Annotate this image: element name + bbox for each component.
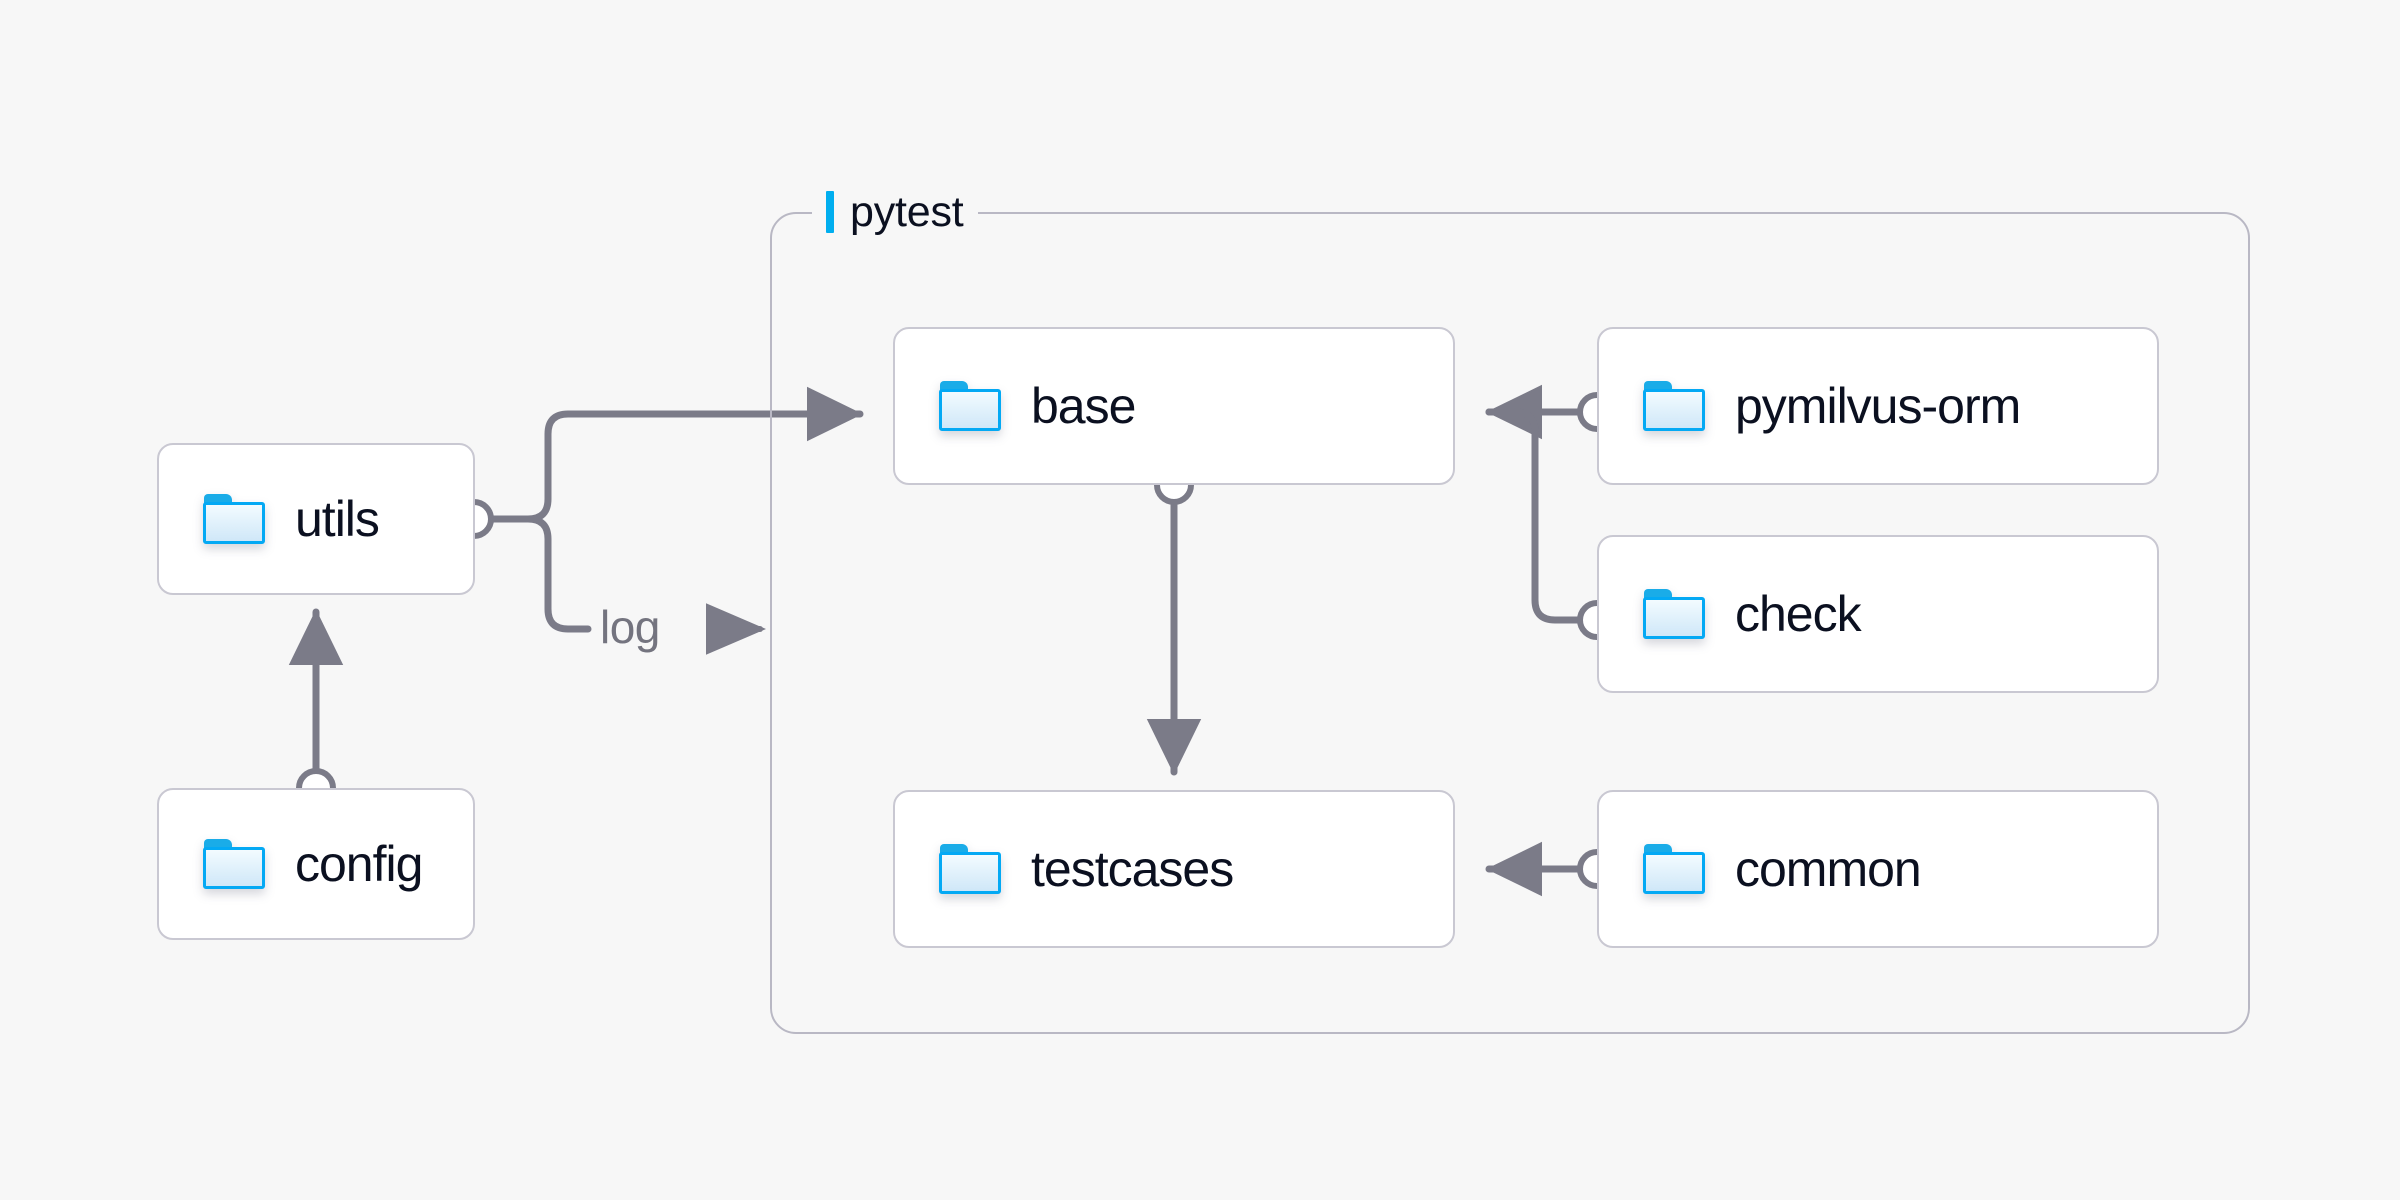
folder-icon — [939, 844, 1001, 894]
folder-icon — [939, 381, 1001, 431]
node-common[interactable]: common — [1597, 790, 2159, 948]
node-base[interactable]: base — [893, 327, 1455, 485]
group-pytest[interactable] — [770, 212, 2250, 1034]
node-testcases[interactable]: testcases — [893, 790, 1455, 948]
folder-icon — [1643, 844, 1705, 894]
node-base-label: base — [1031, 378, 1136, 434]
node-utils[interactable]: utils — [157, 443, 475, 595]
folder-icon — [1643, 381, 1705, 431]
node-common-label: common — [1735, 841, 1922, 897]
node-utils-label: utils — [295, 491, 380, 547]
edge-utils-to-log — [485, 515, 592, 633]
node-config[interactable]: config — [157, 788, 475, 940]
group-pytest-label: pytest — [812, 184, 978, 240]
group-pytest-title: pytest — [850, 187, 964, 236]
edge-label-log: log — [600, 601, 660, 653]
node-config-label: config — [295, 836, 423, 892]
group-accent-bar — [826, 191, 834, 233]
folder-icon — [203, 494, 265, 544]
node-testcases-label: testcases — [1031, 841, 1234, 897]
node-check-label: check — [1735, 586, 1862, 642]
folder-icon — [1643, 589, 1705, 639]
node-check[interactable]: check — [1597, 535, 2159, 693]
folder-icon — [203, 839, 265, 889]
node-pymilvus-orm-label: pymilvus-orm — [1735, 378, 2021, 434]
node-pymilvus-orm[interactable]: pymilvus-orm — [1597, 327, 2159, 485]
